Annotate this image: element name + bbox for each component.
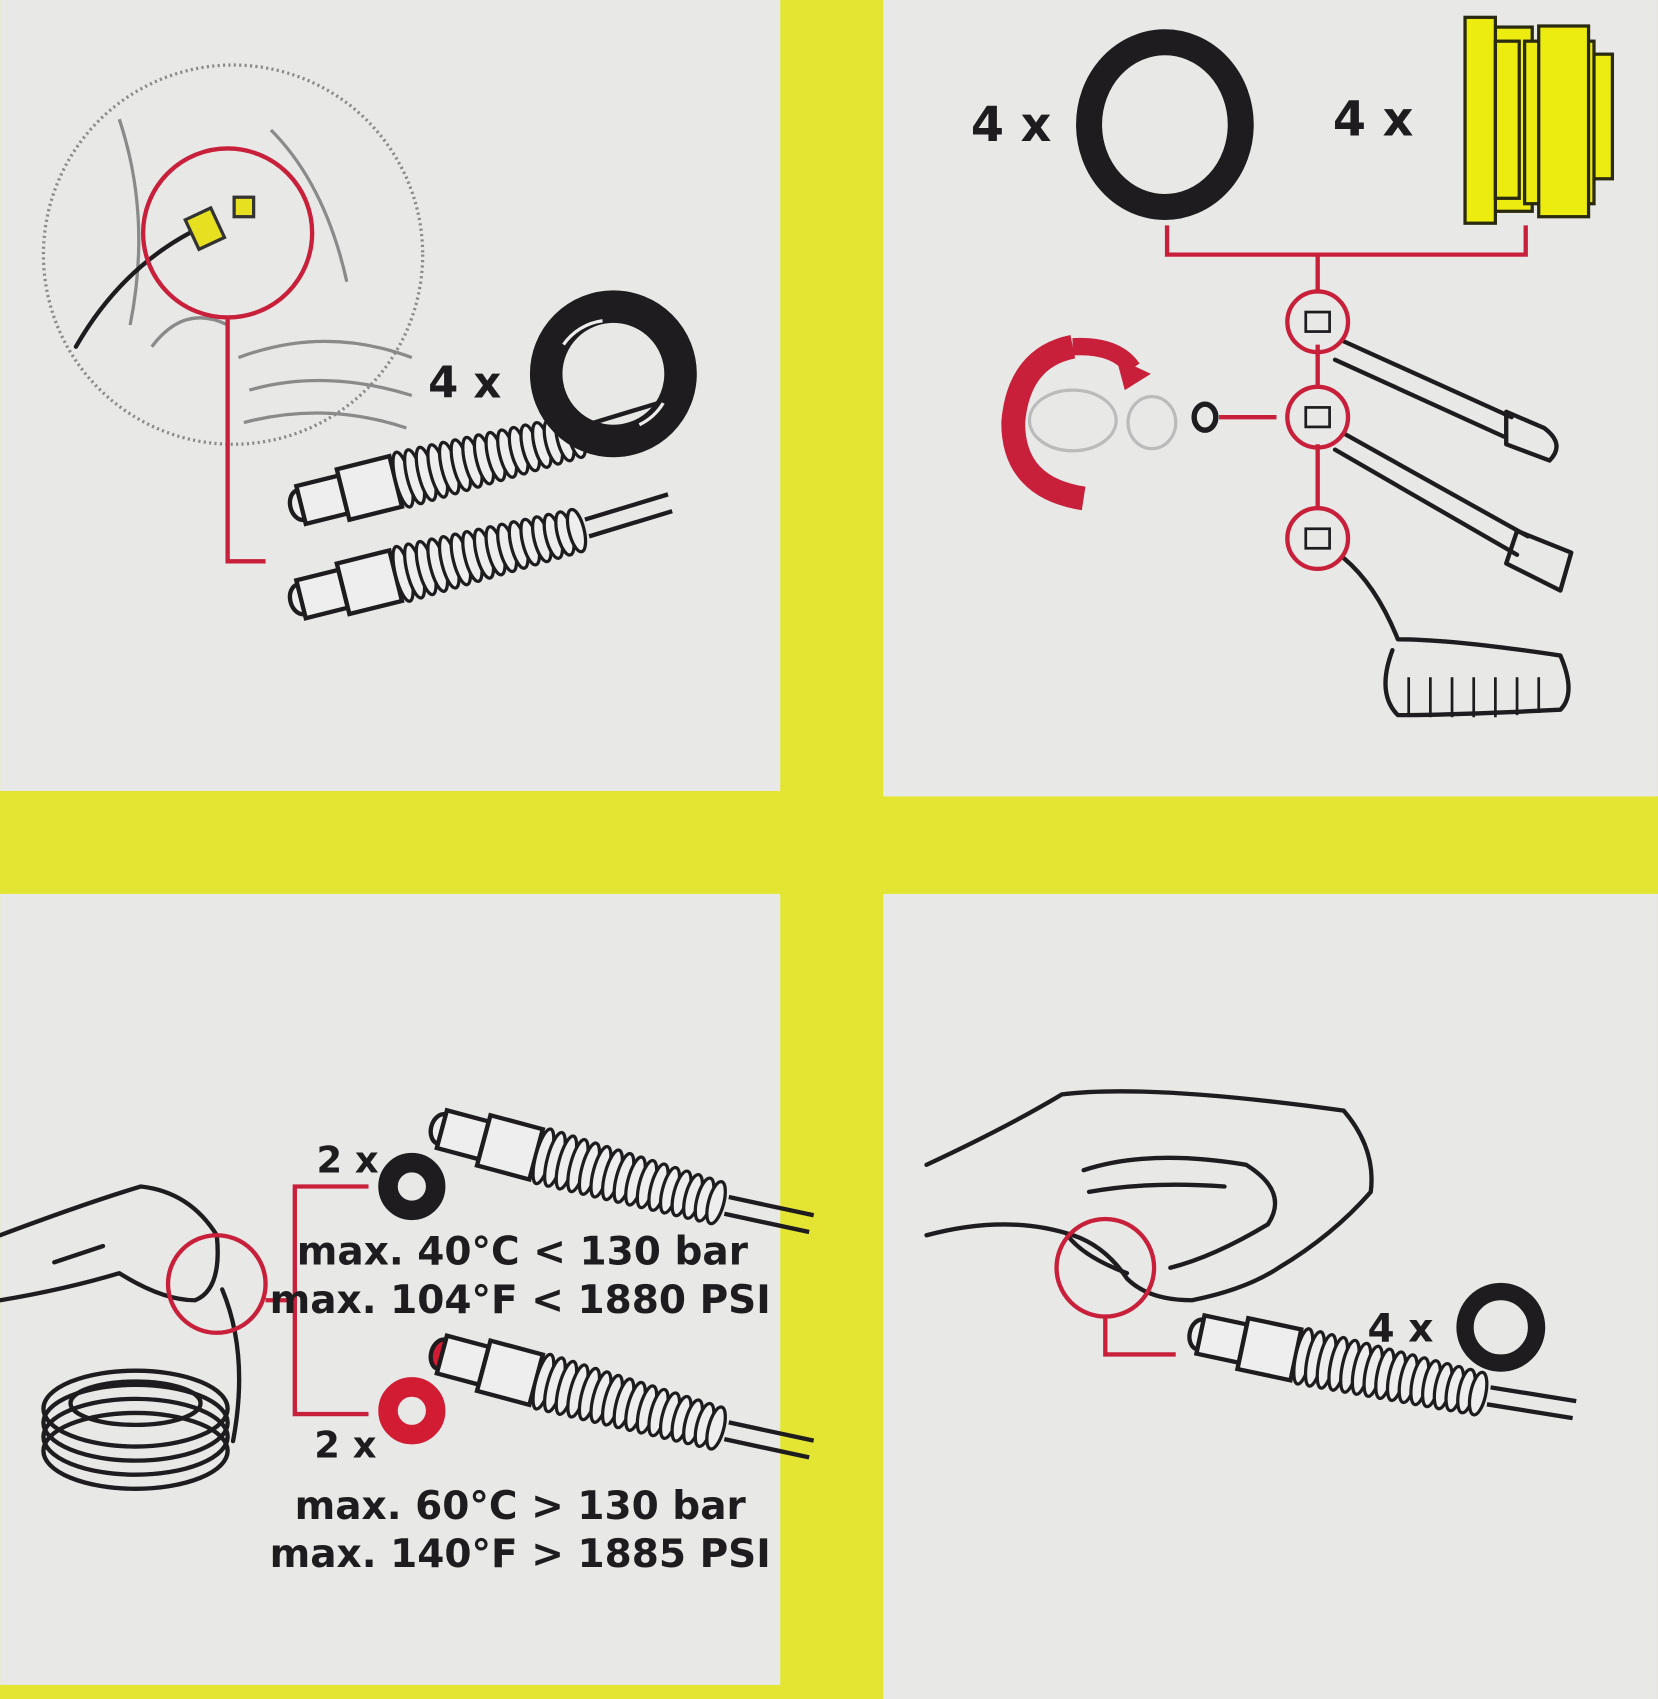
spring-coil [565, 507, 588, 554]
ring-quantity-label: 4 x [428, 359, 501, 409]
rotate-arrow-icon [1001, 335, 1151, 511]
black-ring-spec-line-1: max. 40°C < 130 bar [297, 1229, 749, 1274]
panel-background [0, 893, 781, 1685]
callout-circle [1285, 506, 1351, 572]
hose-line [723, 1420, 815, 1460]
seal-quantity-label: 4 x [1333, 92, 1414, 147]
callout-circle [1285, 289, 1351, 355]
o-ring-black-icon [378, 1152, 446, 1221]
black-ring-spec-line-2: max. 104°F < 1880 PSI [270, 1278, 771, 1323]
panel-bottom-right: 4 x [883, 893, 1658, 1699]
spring-coil [1467, 1370, 1489, 1417]
red-ring-quantity-label: 2 x [314, 1423, 376, 1466]
panel-background [883, 893, 1658, 1699]
yellow-seal-icon [1463, 15, 1615, 225]
callout-bracket [1164, 225, 1528, 291]
trigger-gun-icon [0, 1184, 242, 1444]
hose-end-icon [287, 492, 673, 621]
ring-quantity-label: 4 x [971, 98, 1052, 153]
hose-end-icon [428, 1333, 815, 1460]
o-ring-icon [1076, 29, 1254, 220]
o-ring-red-icon [378, 1377, 446, 1445]
hose-end-icon [287, 398, 673, 527]
callout-line [1103, 1316, 1176, 1357]
hose-line [723, 1194, 815, 1235]
spring-coil [705, 1405, 727, 1451]
brush-icon [1341, 555, 1571, 718]
hose-line [1486, 1385, 1577, 1421]
panel-background [0, 0, 781, 791]
callout-circle [165, 1233, 268, 1335]
o-ring-icon [1456, 1282, 1546, 1372]
nut [1234, 1315, 1304, 1383]
trigger-gun-hand-icon [924, 1089, 1374, 1303]
hose-end-icon [428, 1107, 815, 1235]
panel-top-left: 4 x [0, 0, 781, 791]
panel-top-right: 4 x 4 x [883, 0, 1658, 797]
panel-bottom-left: 2 x max. 40°C < 130 bar max. 104°F < 188… [0, 893, 815, 1685]
hose-end-icon [1187, 1312, 1577, 1421]
spray-lance-icon [1332, 339, 1574, 593]
black-ring-quantity-label: 2 x [316, 1138, 378, 1181]
hose-coil-icon [41, 1368, 230, 1491]
nozzle-parts-icon [1027, 388, 1277, 453]
callout-bracket [265, 1184, 369, 1417]
machine-outlet-detail-icon [41, 63, 425, 564]
spring-coil [705, 1179, 727, 1226]
o-ring-icon [529, 290, 697, 458]
red-ring-spec-line-2: max. 140°F > 1885 PSI [270, 1532, 771, 1577]
thread-details [1304, 310, 1331, 550]
red-ring-spec-line-1: max. 60°C > 130 bar [295, 1484, 747, 1529]
callout-circle [1285, 384, 1351, 450]
ring-quantity-label: 4 x [1368, 1306, 1434, 1351]
hose-line [584, 492, 673, 539]
